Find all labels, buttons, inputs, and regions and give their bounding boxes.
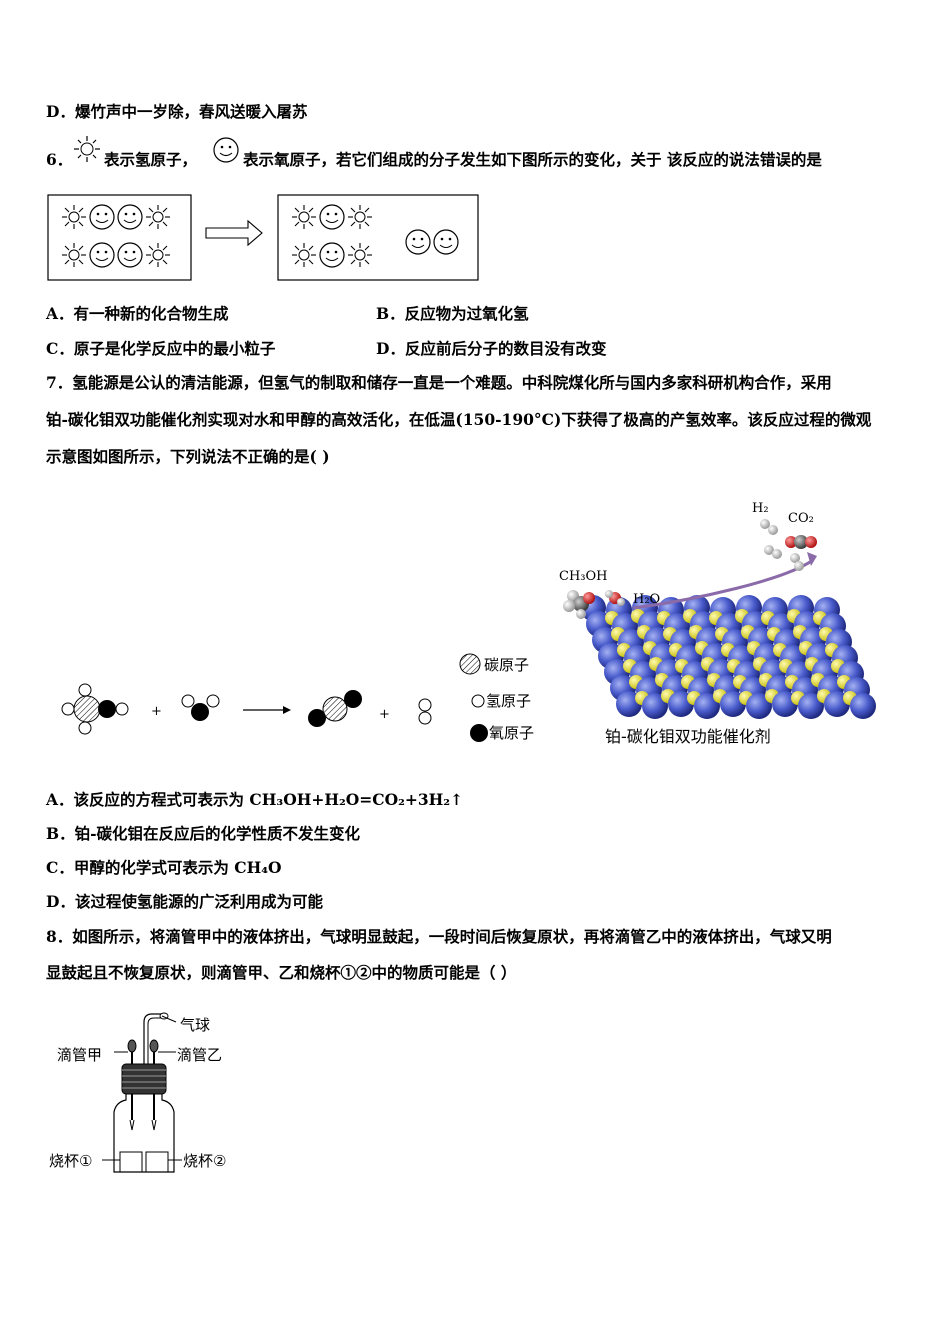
q6-reaction-diagram xyxy=(47,194,479,281)
ch3oh-molecule-3d xyxy=(563,590,595,619)
catalyst-lattice xyxy=(580,595,876,719)
q8-stem-line-1: 8．如图所示，将滴管甲中的液体挤出，气球明显鼓起，一段时间后恢复原状，再将滴管乙… xyxy=(46,927,832,946)
smiley-icon xyxy=(213,137,239,163)
q7-option-d: D．该过程使氢能源的广泛利用成为可能 xyxy=(46,892,323,911)
sun-icon xyxy=(74,136,100,162)
water-molecule xyxy=(181,694,220,721)
metal-sphere xyxy=(694,693,720,719)
q7-option-c: C．甲醇的化学式可表示为 CH₄O xyxy=(46,858,282,877)
q6-option-d: D．反应前后分子的数目没有改变 xyxy=(376,339,607,358)
label-dropper-b: 滴管乙 xyxy=(177,1046,223,1064)
legend-oxygen: 氧原子 xyxy=(489,724,535,742)
label-beaker-2: 烧杯② xyxy=(183,1152,227,1170)
h2-molecule xyxy=(418,698,432,725)
dropper-b-bulb xyxy=(149,1039,159,1053)
co2-molecule-3d xyxy=(785,535,817,549)
label-dropper-a: 滴管甲 xyxy=(57,1046,103,1064)
label-co2: CO₂ xyxy=(788,511,814,526)
q7-stem-line-2: 铂-碳化钼双功能催化剂实现对水和甲醇的高效活化，在低温(150-190°C)下获… xyxy=(46,410,872,429)
q7-option-b: B．铂-碳化钼在反应后的化学性质不发生变化 xyxy=(46,824,361,843)
q6-option-c: C．原子是化学反应中的最小粒子 xyxy=(46,339,276,358)
q6-oxygen-text: 表示氧原子，若它们组成的分子发生如下图所示的变化，关于 该反应的说法错误的是 xyxy=(243,150,822,169)
beaker-1 xyxy=(119,1151,143,1173)
catalyst-caption: 铂-碳化钼双功能催化剂 xyxy=(605,727,771,746)
plus-sign: + xyxy=(151,704,162,719)
label-h2: H₂ xyxy=(752,501,769,516)
dropper-a-bulb xyxy=(127,1039,137,1053)
plus-sign: + xyxy=(379,707,390,722)
q6-hydrogen-text: 表示氢原子， xyxy=(104,150,198,169)
legend-carbon: 碳原子 xyxy=(484,656,530,674)
q6-option-b: B．反应物为过氧化氢 xyxy=(376,304,529,323)
balloon-tube xyxy=(143,1013,162,1070)
q7-stem-line-3: 示意图如图所示，下列说法不正确的是( ) xyxy=(46,447,330,466)
metal-sphere xyxy=(642,693,668,719)
q7-option-a: A．该反应的方程式可表示为 CH₃OH+H₂O=CO₂+3H₂↑ xyxy=(46,790,464,809)
oxygen-atom-legend-icon xyxy=(470,724,488,742)
co2-molecule xyxy=(308,690,362,727)
label-balloon: 气球 xyxy=(180,1016,211,1034)
q5-option-d: D．爆竹声中一岁除，春风送暖入屠苏 xyxy=(46,102,308,121)
rubber-stopper xyxy=(121,1063,167,1095)
q6-number: 6． xyxy=(46,150,73,169)
beaker-2 xyxy=(145,1151,169,1173)
q7-stem-line-1: 7．氢能源是公认的清洁能源，但氢气的制取和储存一直是一个难题。中科院煤化所与国内… xyxy=(46,373,832,392)
hollow-arrow-icon xyxy=(205,219,263,247)
q6-stem: 6． xyxy=(46,150,72,170)
label-ch3oh: CH₃OH xyxy=(559,569,608,584)
label-h2o: H₂O xyxy=(633,592,660,607)
q8-stem-line-2: 显鼓起且不恢复原状，则滴管甲、乙和烧杯①②中的物质可能是（ ） xyxy=(46,963,517,982)
metal-sphere xyxy=(746,693,772,719)
catalyst-illustration: CH₃OH H₂O H₂ CO₂ xyxy=(559,501,876,719)
carbon-atom-legend-icon xyxy=(459,653,481,675)
q7-equation-diagram: + + xyxy=(61,683,432,735)
q6-option-a: A．有一种新的化合物生成 xyxy=(46,304,229,323)
legend-hydrogen: 氢原子 xyxy=(486,692,532,710)
q8-apparatus-diagram xyxy=(102,1012,182,1173)
wide-mouth-bottle xyxy=(113,1094,175,1173)
hydrogen-atom-legend-icon xyxy=(471,694,485,708)
metal-sphere xyxy=(850,693,876,719)
h2-molecule-3d xyxy=(760,519,804,571)
label-beaker-1: 烧杯① xyxy=(49,1152,93,1170)
h2o-molecule-3d xyxy=(605,590,625,606)
methanol-molecule xyxy=(61,683,129,735)
metal-sphere xyxy=(798,693,824,719)
